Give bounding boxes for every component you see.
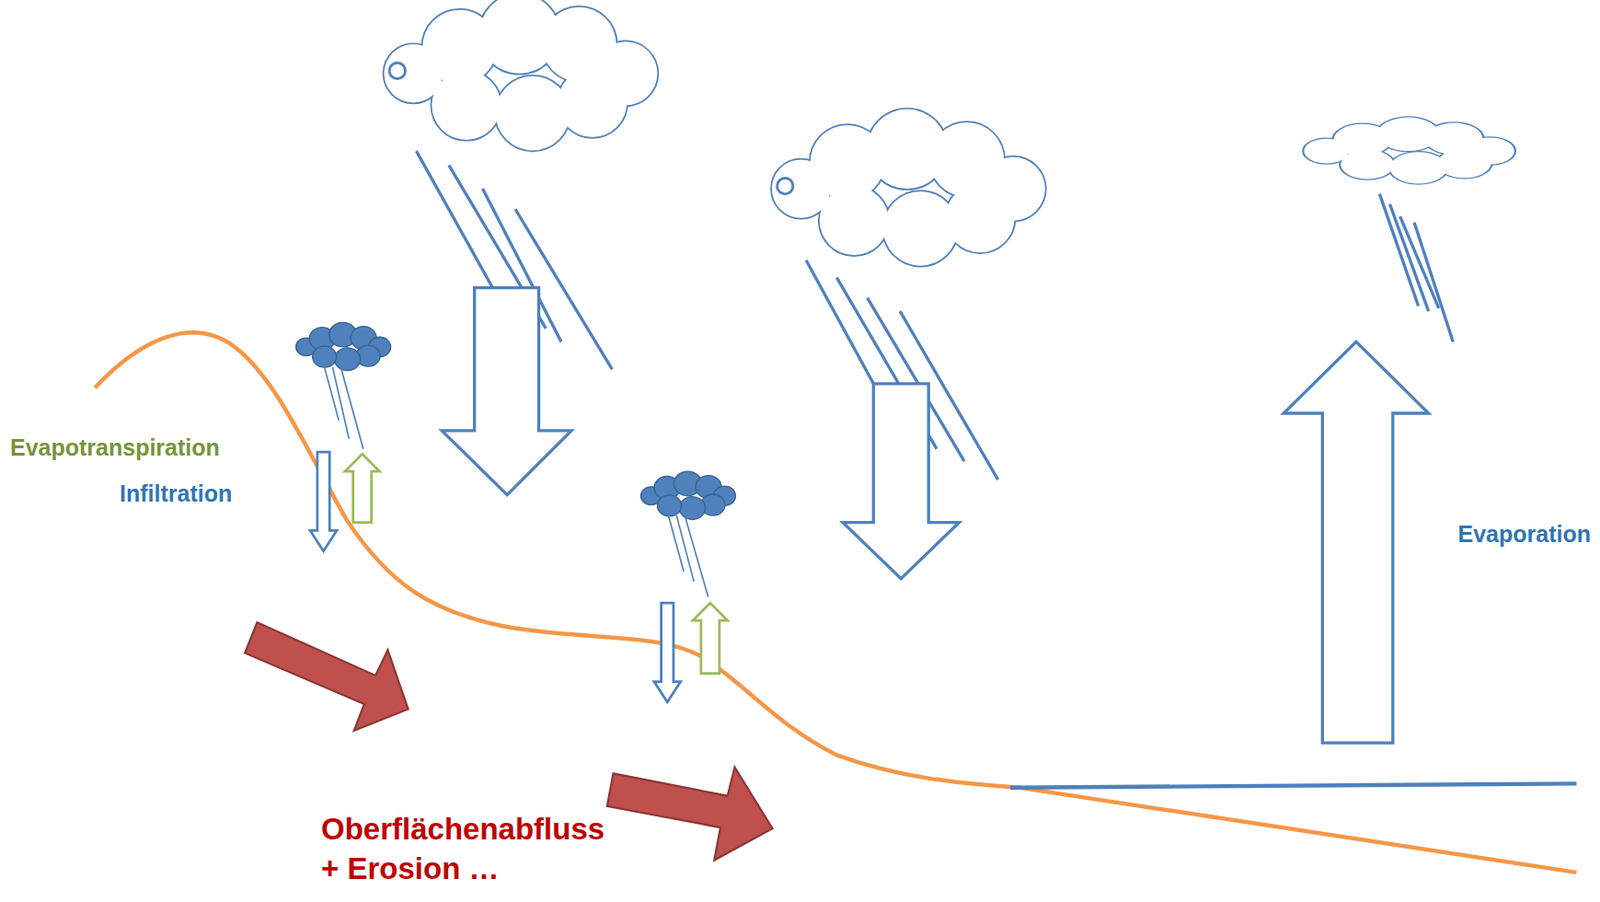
infiltration-arrow <box>310 451 337 552</box>
process-label: Evapotranspiration <box>10 434 220 461</box>
water-surface <box>1010 782 1577 787</box>
small-cloud <box>296 322 392 370</box>
terrain-line <box>94 332 1577 873</box>
runoff-arrow <box>244 621 408 731</box>
small-cloud <box>641 471 737 519</box>
evaporation-arrow <box>1283 341 1428 743</box>
process-label: Evaporation <box>1458 520 1591 548</box>
infiltration-arrow <box>654 602 681 703</box>
precipitation-arrow <box>441 287 572 495</box>
process-label: + Erosion … <box>321 851 499 887</box>
process-label: Oberflächenabfluss <box>321 811 605 847</box>
cloud <box>383 0 657 150</box>
evapotranspiration-arrow <box>345 453 380 522</box>
evapotranspiration-arrow <box>692 602 728 673</box>
process-label: Infiltration <box>119 480 232 507</box>
cloud <box>771 109 1046 266</box>
runoff-arrow <box>607 767 773 861</box>
cloud <box>1303 116 1514 184</box>
precipitation-arrow <box>842 383 959 579</box>
